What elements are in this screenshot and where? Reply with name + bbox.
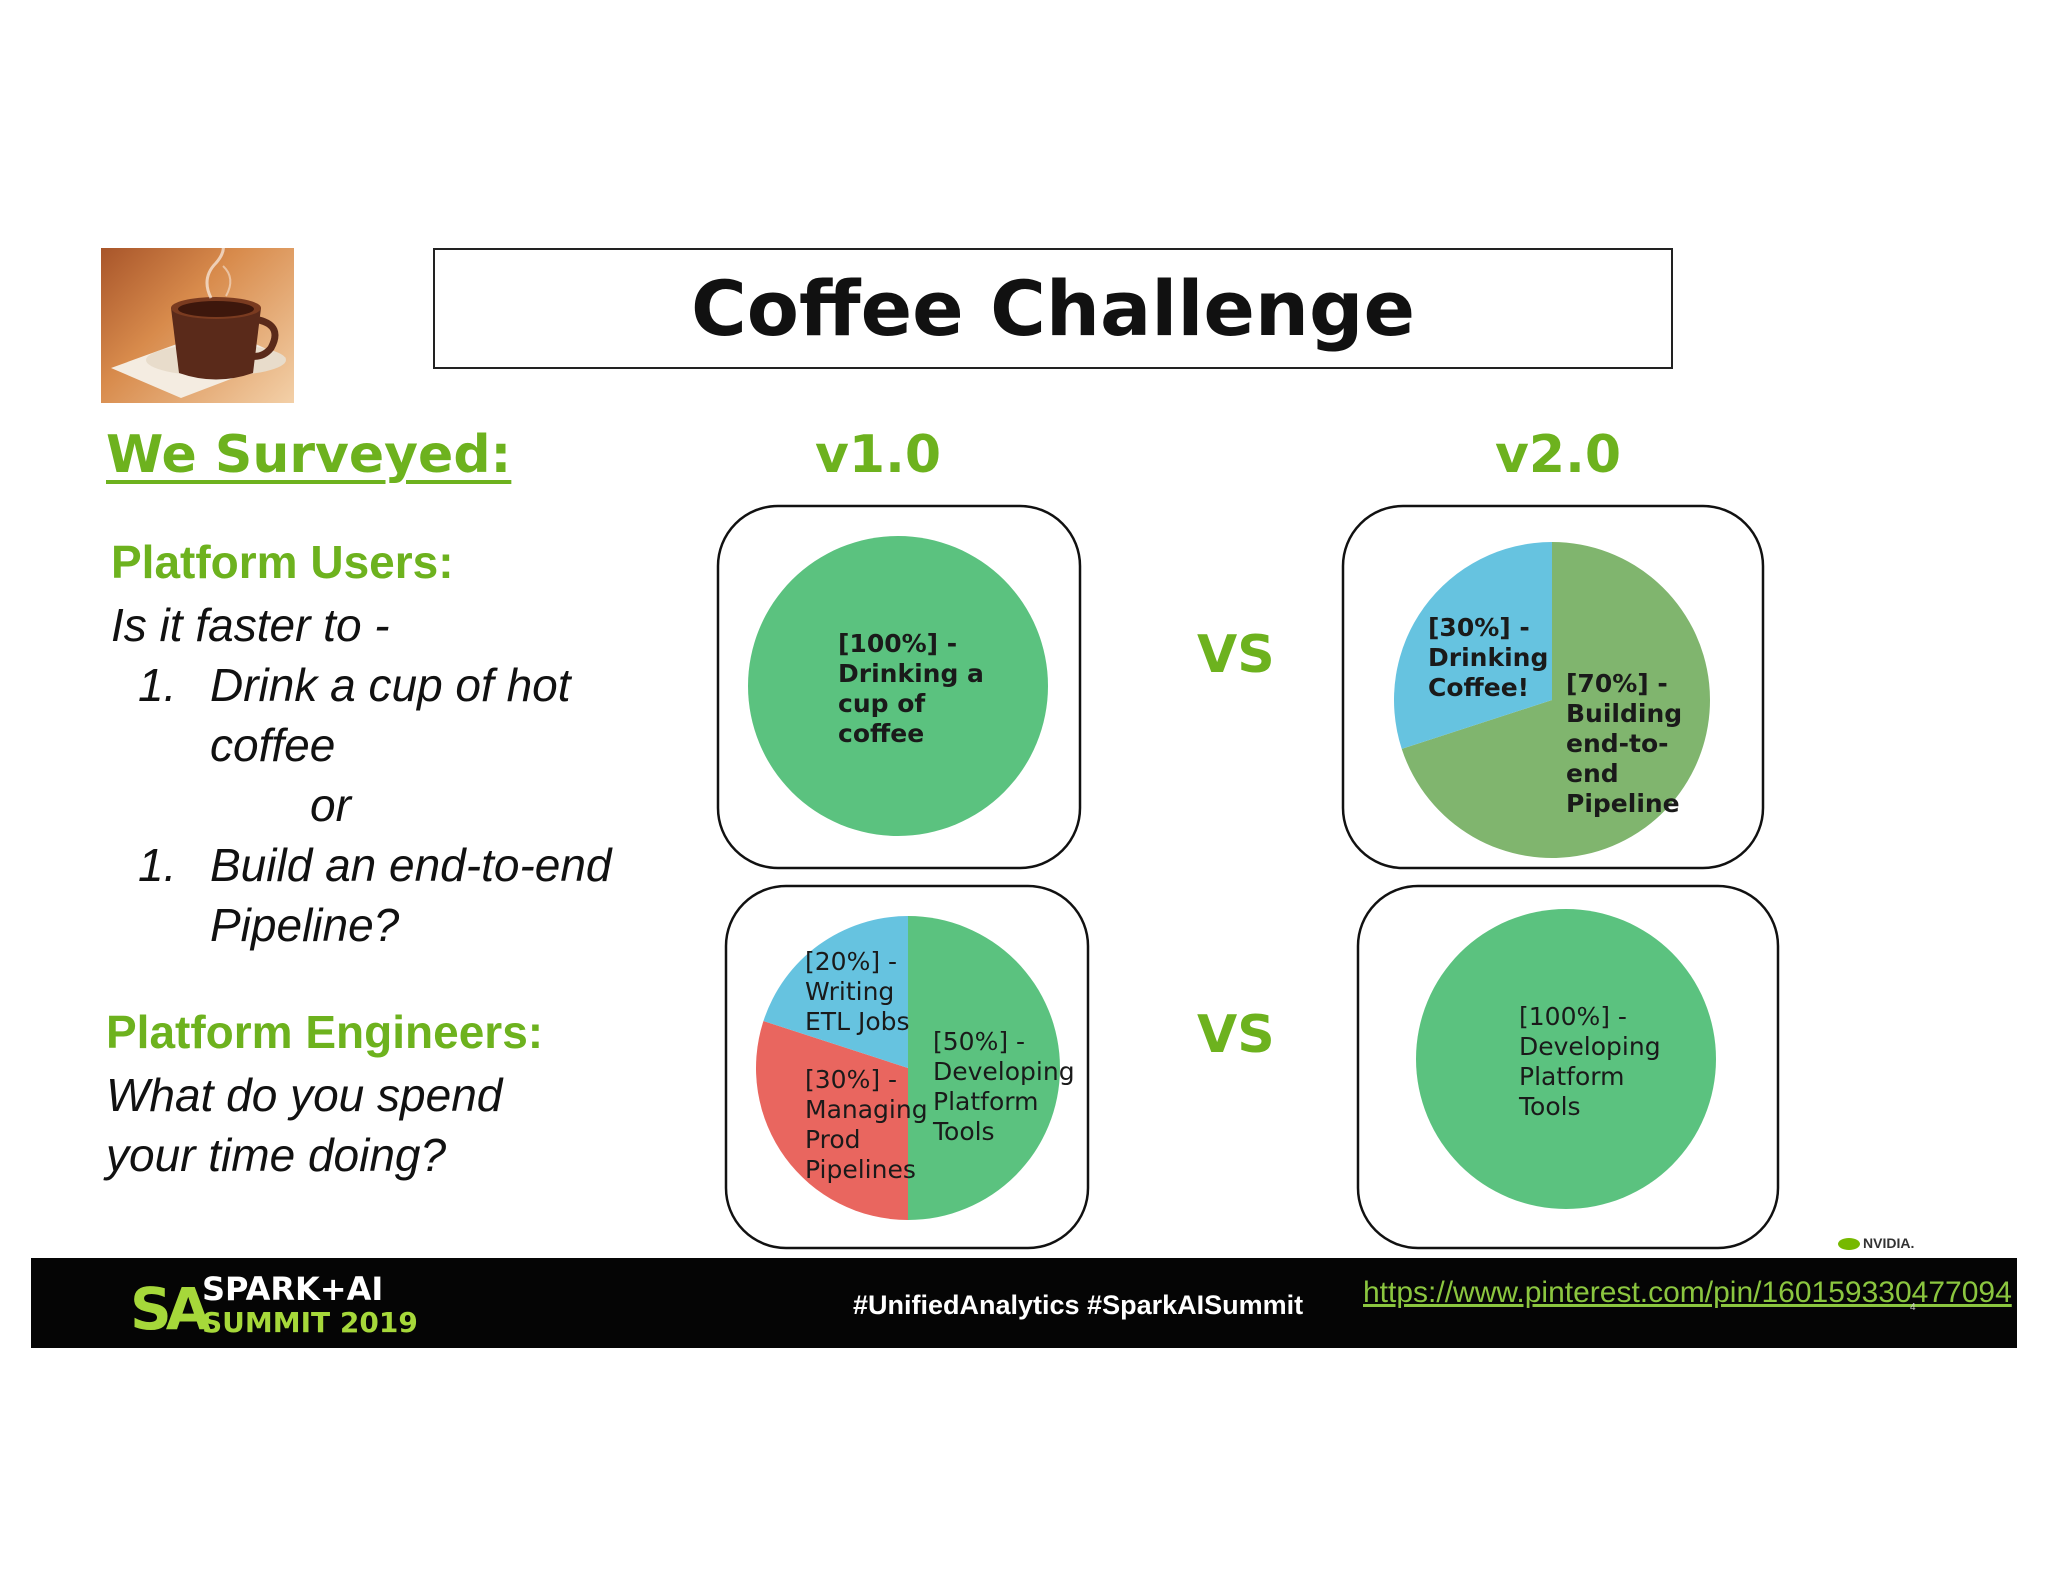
slice-label: Writing — [805, 977, 894, 1006]
page-number: 4 — [1910, 1302, 1916, 1313]
title-box: Coffee Challenge — [433, 248, 1673, 369]
list-item-build-line2: Pipeline? — [210, 899, 400, 951]
slice-label: [30%] - — [1428, 613, 1530, 642]
slice-label: [30%] - — [805, 1065, 897, 1094]
slice-label: Coffee! — [1428, 673, 1529, 702]
logo-text-line2: SUMMIT 2019 — [202, 1306, 418, 1339]
slice-label: Pipelines — [805, 1155, 916, 1184]
slice-label: Managing — [805, 1095, 928, 1124]
slice-label: end-to- — [1566, 729, 1669, 758]
question-line1: What do you spend — [106, 1069, 503, 1121]
slice-label: [20%] - — [805, 947, 897, 976]
logo-text-line1: SPARK+AI — [202, 1270, 384, 1308]
hashtags: #UnifiedAnalytics #SparkAISummit — [853, 1290, 1304, 1320]
slice-label: coffee — [838, 719, 924, 748]
footer-bar — [31, 1258, 2017, 1348]
slice-label: Tools — [1518, 1092, 1581, 1121]
nvidia-text: NVIDIA. — [1863, 1235, 1915, 1251]
we-surveyed-heading: We Surveyed: — [106, 425, 512, 485]
slice-label: Drinking a — [838, 659, 984, 688]
nvidia-logo: NVIDIA. — [1838, 1235, 1914, 1251]
list-item-number: 1. — [138, 659, 177, 711]
slice-label: [70%] - — [1566, 669, 1668, 698]
slice-label: Developing — [933, 1057, 1075, 1086]
pie-slice — [1401, 542, 1710, 858]
question-line2: your time doing? — [106, 1129, 447, 1181]
slice-label: [100%] - — [838, 629, 957, 658]
version-label-v2: v2.0 — [1495, 425, 1622, 485]
list-item-drink-line2: coffee — [210, 719, 336, 771]
platform-users-heading: Platform Users: — [111, 536, 454, 588]
slice-label: [100%] - — [1519, 1002, 1627, 1031]
slice-label: Prod — [805, 1125, 861, 1154]
pie-slice — [1393, 542, 1552, 749]
slice-label: Platform — [933, 1087, 1038, 1116]
platform-users-question: Is it faster to - — [111, 599, 390, 651]
pie-slice — [755, 1021, 908, 1220]
list-item-build-line1: Build an end-to-end — [210, 839, 612, 891]
or-text: or — [310, 779, 351, 831]
slice-label: Developing — [1519, 1032, 1661, 1061]
vs-label-users: VS — [1197, 625, 1275, 685]
version-label-v1: v1.0 — [815, 425, 942, 485]
slice-label: [50%] - — [933, 1027, 1025, 1056]
nvidia-eye-icon — [1838, 1238, 1860, 1251]
slice-label: Platform — [1519, 1062, 1624, 1091]
pie-slice — [908, 916, 1060, 1220]
slice-label: end — [1566, 759, 1619, 788]
list-item-drink-line1: Drink a cup of hot — [210, 659, 571, 711]
vs-label-engineers: VS — [1197, 1005, 1275, 1065]
coffee-cup-image — [101, 248, 294, 403]
platform-engineers-question: What do you spend your time doing? — [106, 1065, 626, 1185]
spark-ai-logo-icon: SA — [130, 1275, 211, 1343]
pie-slice — [748, 536, 1048, 836]
pinterest-link[interactable]: https://www.pinterest.com/pin/1601593304… — [1363, 1276, 2012, 1309]
platform-engineers-heading: Platform Engineers: — [106, 1006, 544, 1058]
slice-label: cup of — [838, 689, 926, 718]
pie-slice — [1416, 909, 1716, 1209]
slice-label: Pipeline — [1566, 789, 1680, 818]
pie-slice — [763, 916, 908, 1068]
slice-label: ETL Jobs — [805, 1007, 910, 1036]
slice-label: Drinking — [1428, 643, 1548, 672]
slide-title: Coffee Challenge — [691, 264, 1415, 353]
slice-label: Building — [1566, 699, 1682, 728]
list-item-number: 1. — [138, 839, 177, 891]
slice-label: Tools — [932, 1117, 995, 1146]
